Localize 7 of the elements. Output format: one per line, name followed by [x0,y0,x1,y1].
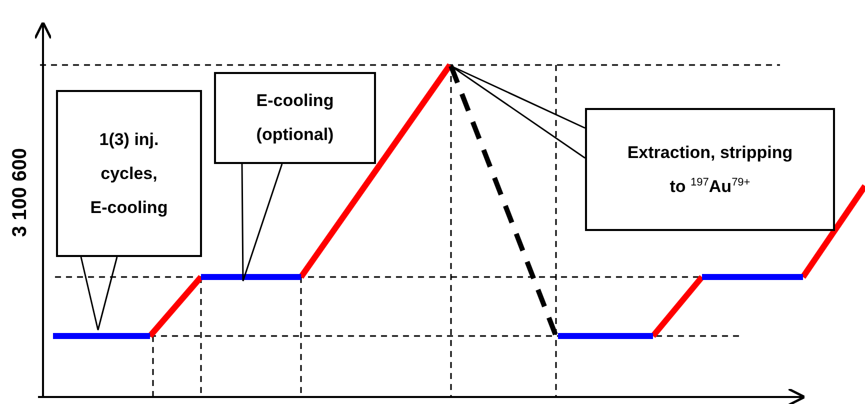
callout-text: 1(3) inj. cycles, E-cooling [89,128,169,219]
callout-text: E-cooling (optional) [255,90,335,146]
callout-text: Extraction, stripping to $^{197}$Au$^{79+}$ [626,142,794,198]
callout-box [56,90,202,257]
callout-box [585,108,835,231]
callout-box [214,72,376,164]
axis-label: 3 100 600 [8,148,32,236]
